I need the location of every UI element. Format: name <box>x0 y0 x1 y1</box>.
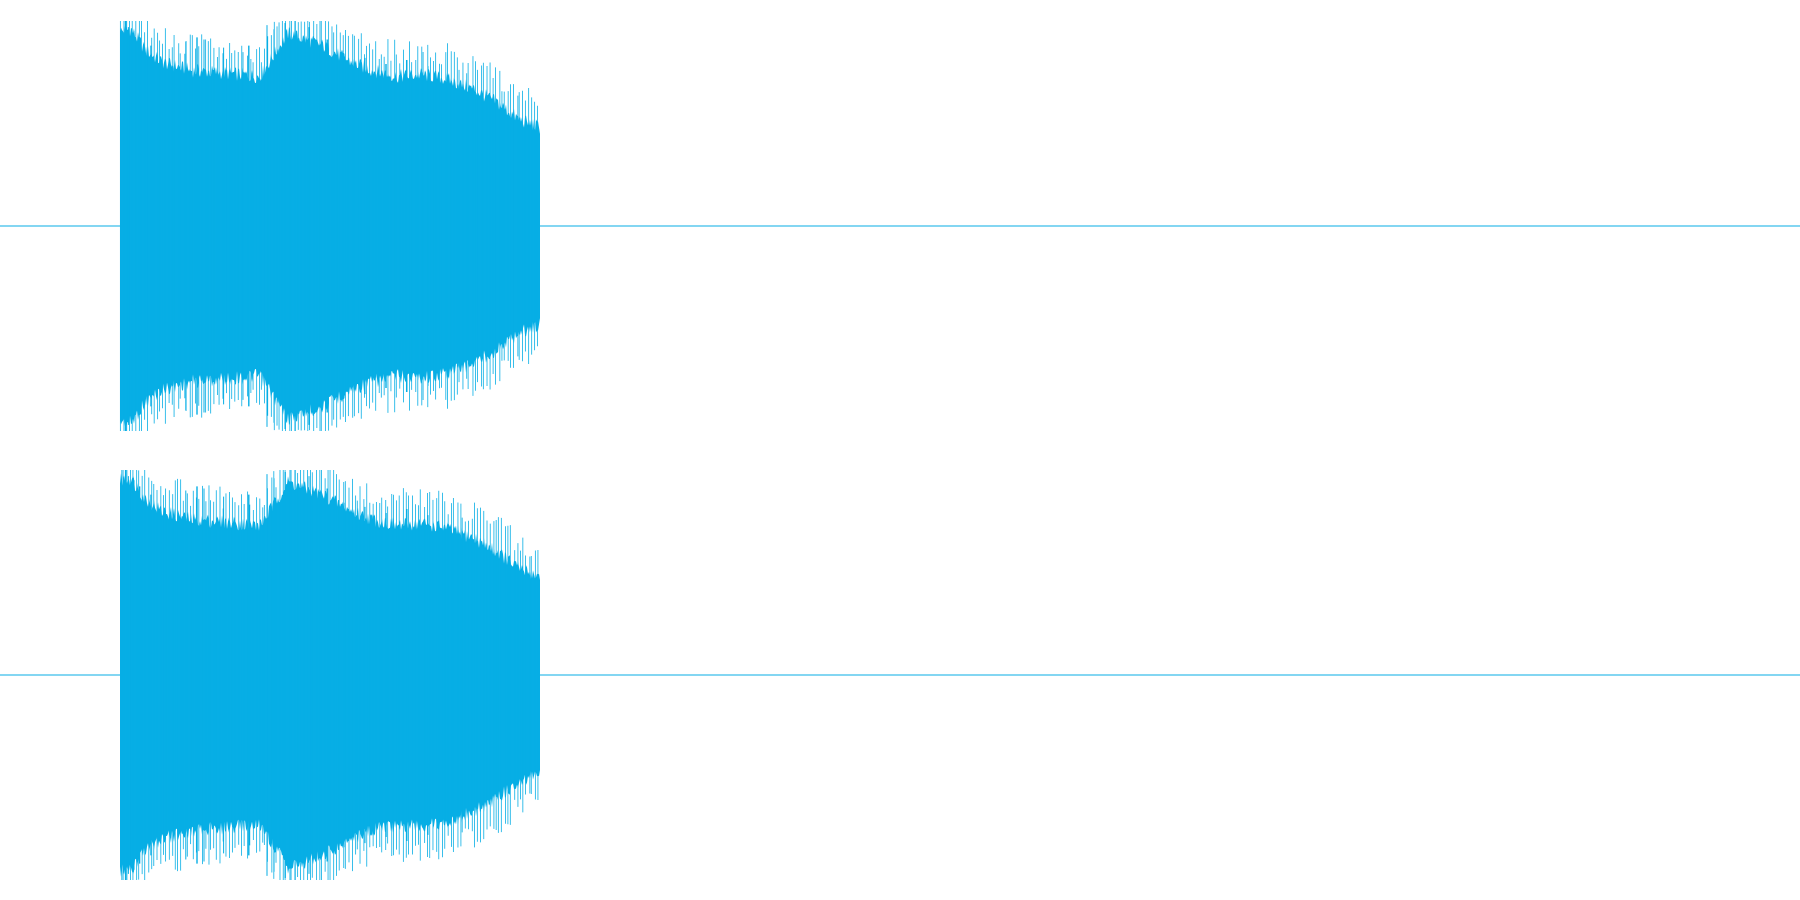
waveform-envelope <box>120 25 540 427</box>
waveform-channel-1 <box>0 21 1800 431</box>
waveform-channel-2 <box>0 470 1800 880</box>
